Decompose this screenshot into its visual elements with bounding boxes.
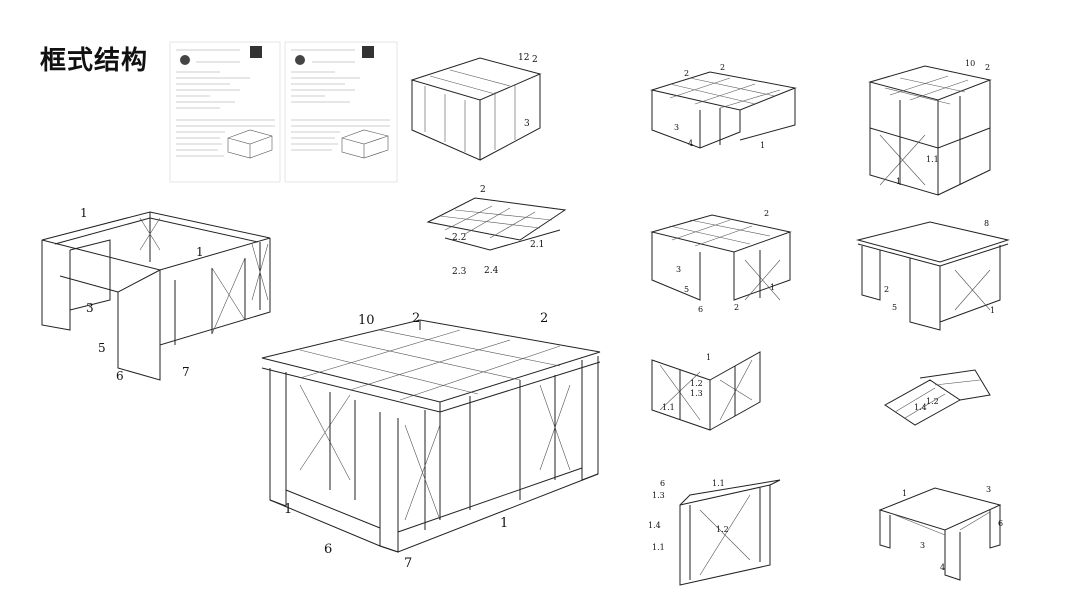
grid-figure-r4a <box>679 479 781 586</box>
label-r4a-0: 6 <box>660 479 665 488</box>
grid-figure-r3a <box>651 351 761 431</box>
label-r1a-4: 1 <box>760 141 765 150</box>
roof-frame-drawing <box>426 197 567 251</box>
top-figure-labels: 12 2 3 <box>518 53 538 129</box>
label-left-1a: 1 <box>80 206 88 220</box>
top-box-drawing <box>410 57 542 161</box>
label-r1a-1: 2 <box>720 63 725 72</box>
label-r3b-1: 1.2 <box>926 397 939 406</box>
label-frame-2: 2 <box>480 185 486 195</box>
label-r3a-2: 1.3 <box>690 389 703 398</box>
grid-figure-r4b <box>878 487 1002 581</box>
label-r2a-2: 5 <box>684 285 689 294</box>
label-main-7: 7 <box>404 556 412 571</box>
label-left-3: 3 <box>86 301 94 315</box>
grid-figure-r2a <box>650 214 792 301</box>
label-r4a-5: 1.2 <box>716 525 729 534</box>
label-r2b-1: 2 <box>884 285 889 294</box>
label-r4b-4: 4 <box>940 563 945 572</box>
label-frame-24: 2.4 <box>484 266 499 276</box>
label-frame-23: 2.3 <box>452 267 467 277</box>
label-r1a-0: 2 <box>684 69 689 78</box>
label-left-1b: 1 <box>196 245 204 259</box>
patent-document-2 <box>284 41 398 183</box>
label-r3b-0: 1.4 <box>914 403 927 412</box>
label-r3a-1: 1.2 <box>690 379 703 388</box>
label-frame-21: 2.1 <box>530 240 544 250</box>
page-title: 框式结构 <box>40 46 149 76</box>
label-r1a-2: 3 <box>674 123 679 132</box>
label-r4a-1: 1.1 <box>712 479 725 488</box>
frame-figure-labels: 2 2.1 2.2 2.3 2.4 <box>452 185 544 277</box>
label-left-7: 7 <box>182 365 190 379</box>
label-r1b-3: 1.1 <box>926 155 939 164</box>
label-r4b-1: 3 <box>986 485 991 494</box>
label-r1a-3: 4 <box>688 139 693 148</box>
patent-document-1 <box>169 41 281 183</box>
label-r2b-2: 5 <box>892 303 897 312</box>
label-main-2b: 2 <box>540 311 548 326</box>
label-r4a-2: 1.3 <box>652 491 665 500</box>
label-r3a-3: 1.1 <box>662 403 675 412</box>
label-r2a-0: 2 <box>764 209 769 218</box>
label-frame-22: 2.2 <box>452 233 466 243</box>
label-r4a-4: 1.1 <box>652 543 665 552</box>
label-r1b-0: 10 <box>965 59 975 68</box>
grid-figure-r2b <box>856 221 1010 331</box>
label-top-2: 2 <box>532 55 538 65</box>
label-r3a-0: 1 <box>706 353 711 362</box>
left-frame-drawing <box>41 211 271 381</box>
label-main-1a: 1 <box>284 502 292 517</box>
label-main-2a: 2 <box>412 311 420 326</box>
label-r4b-2: 6 <box>998 519 1003 528</box>
label-top-12: 12 <box>518 53 529 63</box>
label-main-1b: 1 <box>500 516 508 531</box>
label-main-6: 6 <box>324 542 332 557</box>
label-main-10: 10 <box>358 313 375 328</box>
main-figure-labels: 10 2 2 1 1 6 7 <box>284 311 548 571</box>
label-r2a-1: 3 <box>676 265 681 274</box>
grid-labels: 2 2 3 4 1 10 2 1 1.1 2 3 5 6 2 1 8 2 5 1… <box>648 59 1003 572</box>
label-r1b-1: 2 <box>985 63 990 72</box>
label-left-5: 5 <box>98 341 106 355</box>
left-figure-labels: 1 1 3 5 6 7 <box>80 206 204 383</box>
grid-figure-r1b <box>868 65 992 196</box>
main-frame-drawing <box>261 319 601 553</box>
label-left-6: 6 <box>116 369 124 383</box>
grid-figure-r3b <box>884 369 991 426</box>
grid-figure-r1a <box>650 71 797 149</box>
label-r2a-3: 6 <box>698 305 703 314</box>
label-r4b-3: 3 <box>920 541 925 550</box>
label-r2b-0: 8 <box>984 219 989 228</box>
label-top-3: 3 <box>524 119 530 129</box>
label-r2b-3: 1 <box>990 306 995 315</box>
label-r4b-0: 1 <box>902 489 907 498</box>
label-r4a-3: 1.4 <box>648 521 661 530</box>
label-r2a-5: 1 <box>770 283 775 292</box>
label-r2a-4: 2 <box>734 303 739 312</box>
label-r1b-2: 1 <box>896 177 901 186</box>
